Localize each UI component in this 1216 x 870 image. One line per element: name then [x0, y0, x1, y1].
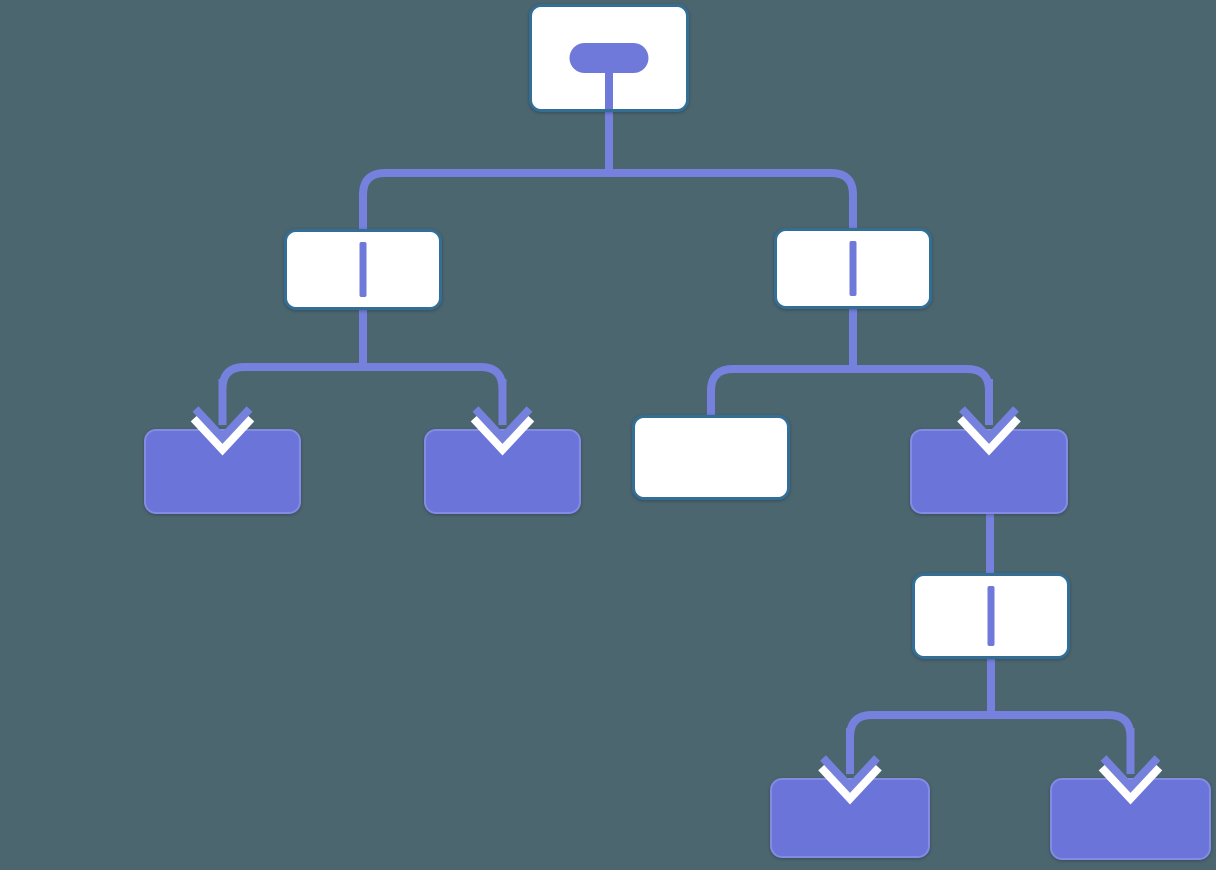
arrowhead-into-leaf-left-1[interactable]: [190, 379, 255, 456]
node-branch-left[interactable]: [284, 229, 442, 310]
vertical-divider: [359, 241, 367, 298]
node-child-right-2[interactable]: [910, 429, 1068, 514]
arrowhead-into-child-right-2[interactable]: [957, 379, 1021, 456]
node-child-right-1[interactable]: [632, 415, 790, 500]
edge-branch-right-to-child-1[interactable]: [707, 365, 853, 415]
edge-root-to-branch-left[interactable]: [359, 169, 609, 229]
arrowhead-into-leaf-bottom-2[interactable]: [1098, 728, 1163, 805]
arrowhead-into-leaf-bottom-1[interactable]: [818, 728, 882, 805]
pill-shape: [569, 42, 649, 73]
pill-stem: [605, 70, 613, 109]
node-leaf-bottom-1[interactable]: [770, 778, 930, 858]
node-branch-right-sub[interactable]: [912, 573, 1070, 659]
edge-root-to-branch-right[interactable]: [609, 169, 857, 228]
node-root[interactable]: [529, 4, 689, 112]
vertical-divider: [987, 586, 995, 646]
vertical-divider: [849, 240, 857, 297]
arrowhead-into-leaf-left-2[interactable]: [470, 379, 535, 456]
node-branch-right[interactable]: [774, 228, 932, 309]
